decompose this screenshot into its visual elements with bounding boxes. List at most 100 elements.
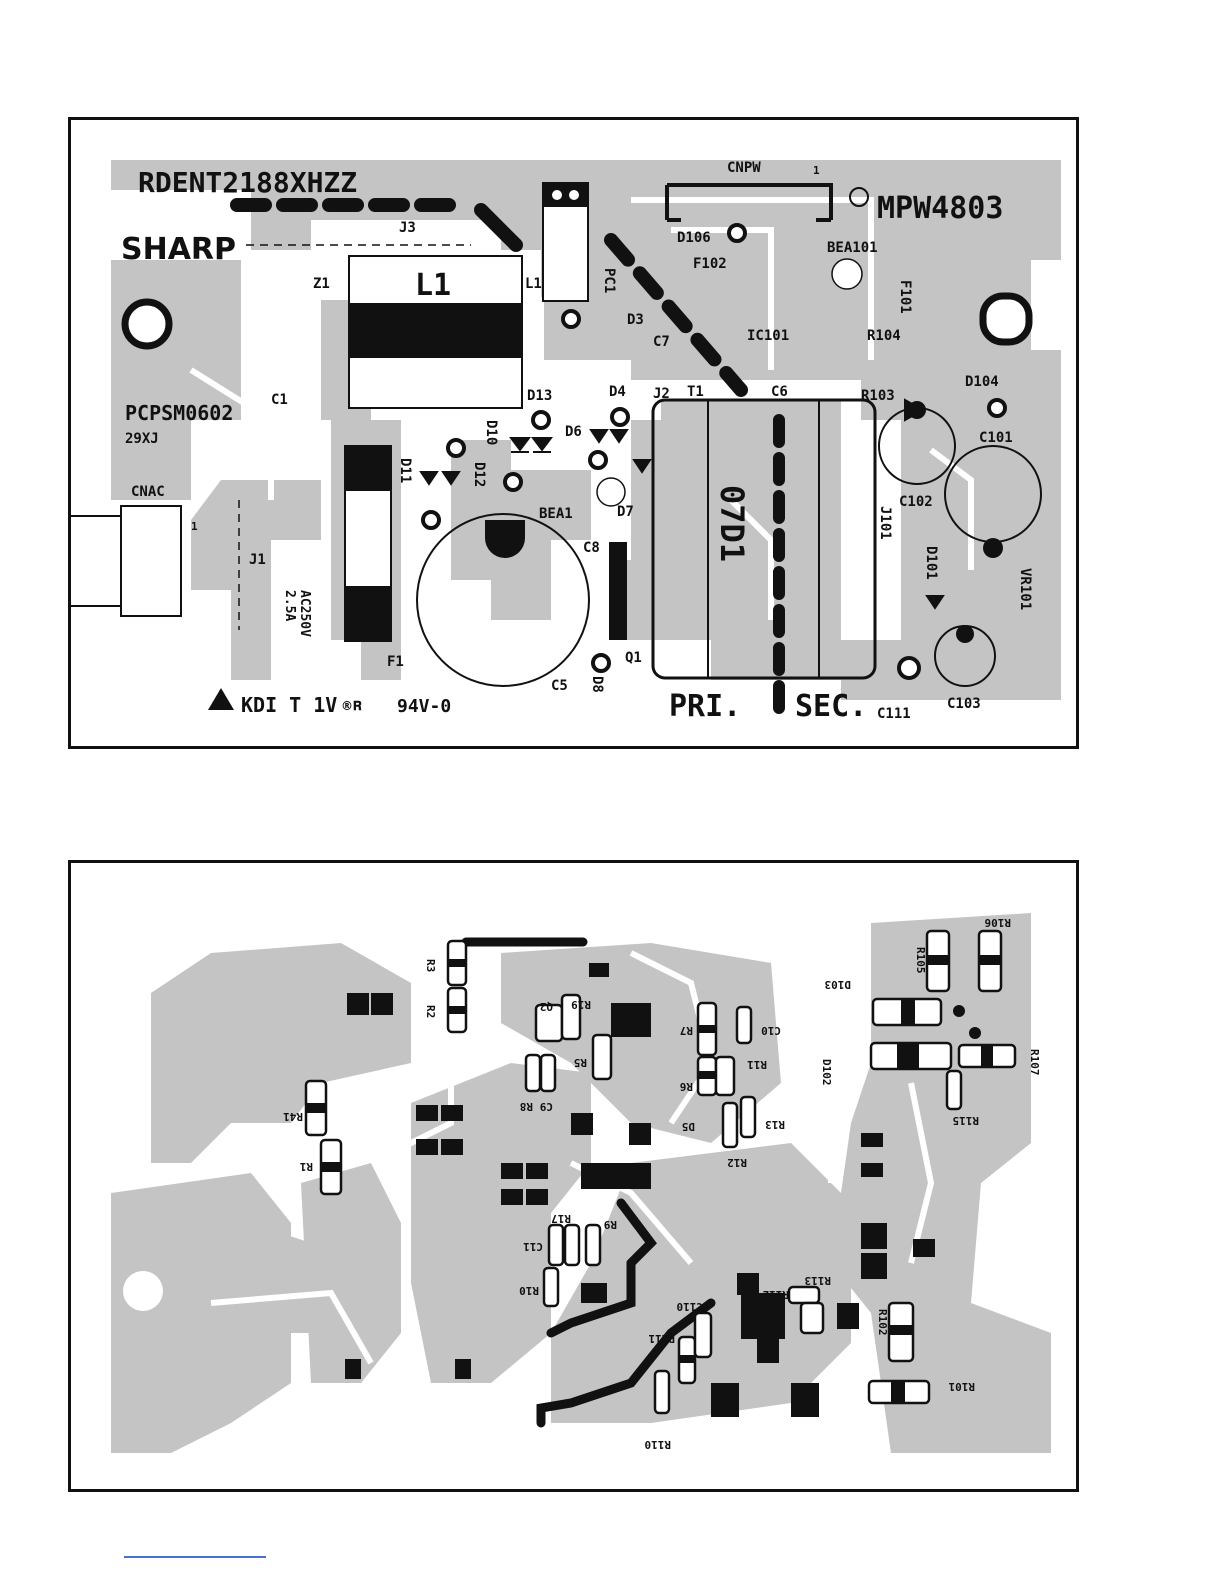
label-f1: F1	[387, 654, 404, 670]
label-d102: D102	[820, 1059, 833, 1086]
heavy-trace-bottom	[536, 1298, 716, 1428]
mounting-hole-left	[121, 298, 173, 350]
label-z1: Z1	[313, 276, 330, 292]
label-d10: D10	[483, 420, 499, 445]
label-c111: C111	[877, 706, 911, 722]
label-c102: C102	[899, 494, 933, 510]
component-labels-bottom: R3 R2 R19 Q2 R7 C10 R5 R11 R6 C9 R8 R41 …	[283, 916, 1041, 1451]
label-r107: R107	[1028, 1049, 1041, 1076]
smd-pads	[345, 963, 935, 1417]
fuse-f1-cap-top	[345, 446, 391, 491]
label-c110: C110	[677, 1300, 704, 1313]
jumper-diagonal	[604, 233, 748, 397]
label-c101: C101	[979, 430, 1013, 446]
label-r106: R106	[984, 916, 1011, 929]
transistor-q1	[609, 542, 627, 640]
label-r8: R8	[520, 1100, 533, 1113]
pc1-pin-1	[552, 190, 562, 200]
label-r1: R1	[299, 1160, 313, 1173]
label-c9: C9	[540, 1100, 553, 1113]
label-bea101: BEA101	[827, 240, 878, 256]
label-t1: T1	[687, 384, 704, 400]
via-dot-1	[953, 1005, 965, 1017]
label-c7: C7	[653, 334, 670, 350]
label-d104: D104	[965, 374, 999, 390]
mounting-hole-right	[979, 292, 1033, 346]
fuse-rating-voltage: AC250V	[297, 590, 312, 637]
flammability-rating: 94V-0	[397, 696, 451, 717]
component-labels-top: CNPW 1 D106 F102 BEA101 IC101 J3 Z1 L1 D…	[131, 160, 1013, 722]
via-dot-2	[969, 1027, 981, 1039]
label-r101: R101	[948, 1380, 975, 1393]
diode-symbols	[419, 398, 945, 610]
ul-mark-icon: ®𝐑	[341, 699, 362, 713]
label-q2: Q2	[540, 1000, 553, 1013]
solder-side-board: R3 R2 R19 Q2 R7 C10 R5 R11 R6 C9 R8 R41 …	[68, 860, 1079, 1492]
pc-code: PCPSM0602	[125, 401, 233, 425]
label-vr101: VR101	[1017, 568, 1033, 610]
label-r7: R7	[680, 1024, 693, 1037]
label-pc1: PC1	[601, 268, 617, 293]
label-d5: D5	[682, 1120, 695, 1133]
label-j101: J101	[877, 506, 893, 540]
label-d103: D103	[825, 978, 852, 991]
label-c11: C11	[523, 1240, 543, 1253]
pads-top	[421, 223, 1007, 680]
part-number: RDENT2188XHZZ	[138, 166, 357, 199]
warning-triangle-icon	[208, 688, 234, 710]
model-code: MPW4803	[877, 191, 1003, 226]
label-r6: R6	[679, 1080, 693, 1093]
label-r103: R103	[861, 388, 895, 404]
label-c1: C1	[271, 392, 288, 408]
label-q1: Q1	[625, 650, 642, 666]
heavy-trace-q2	[616, 1198, 657, 1268]
secondary-label: SEC.	[795, 689, 867, 724]
label-r9: R9	[604, 1218, 617, 1231]
fuse-rating-current: 2.5A	[282, 590, 297, 621]
cnac-housing	[120, 505, 182, 617]
label-r13: R13	[765, 1118, 785, 1131]
label-bea1: BEA1	[539, 506, 573, 522]
fuse-f1-cap-bottom	[345, 586, 391, 641]
label-c8: C8	[583, 540, 600, 556]
chip-components	[304, 929, 1017, 1415]
label-d101: D101	[923, 546, 939, 580]
label-d4: D4	[609, 384, 626, 400]
c103-polarity	[956, 625, 974, 643]
label-r112: R112	[763, 1288, 790, 1301]
label-r113: R113	[805, 1274, 832, 1287]
label-cnac-pin: 1	[191, 520, 198, 533]
label-d7: D7	[617, 504, 634, 520]
label-d106: D106	[677, 230, 711, 246]
connector-cnpw	[665, 183, 833, 222]
label-j1: J1	[249, 552, 266, 568]
label-r3: R3	[424, 959, 437, 972]
pc1-pin-2	[569, 190, 579, 200]
bead-bea1	[596, 477, 626, 507]
label-r115: R115	[953, 1114, 980, 1127]
label-c6: C6	[771, 384, 788, 400]
jumper-j3-end	[474, 203, 523, 252]
label-r5: R5	[574, 1056, 587, 1069]
transformer-t1	[651, 398, 877, 680]
l1-label: L1	[415, 268, 451, 303]
label-j3: J3	[399, 220, 416, 236]
label-j2: J2	[653, 386, 670, 402]
c5-polarity	[485, 520, 525, 558]
label-r2: R2	[424, 1005, 437, 1018]
primary-label: PRI.	[669, 689, 741, 724]
bead-bea101	[831, 258, 863, 290]
ce-mark-icon	[849, 187, 869, 207]
label-r11: R11	[747, 1058, 767, 1071]
label-r111: R111	[648, 1332, 675, 1345]
trace-gaps-bottom	[210, 950, 935, 1365]
inductor-l1-core	[349, 303, 522, 358]
label-r110: R110	[645, 1438, 672, 1451]
label-d11: D11	[397, 458, 413, 483]
label-f101: F101	[897, 280, 913, 314]
label-cnac: CNAC	[131, 484, 165, 500]
label-d6: D6	[565, 424, 582, 440]
label-r17: R17	[551, 1212, 571, 1225]
label-r10: R10	[519, 1284, 539, 1297]
label-d13: D13	[527, 388, 552, 404]
